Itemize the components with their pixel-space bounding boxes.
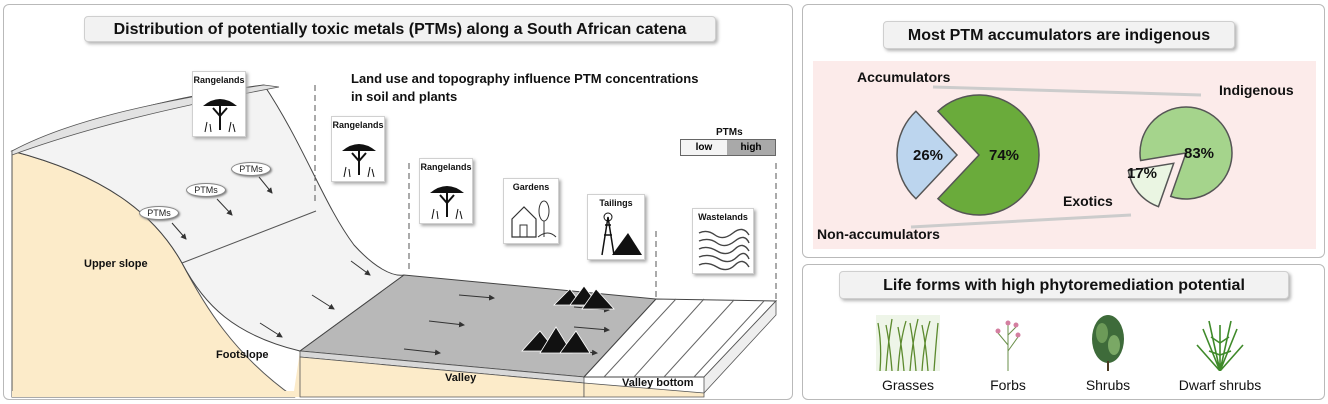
zone-upper-slope: Upper slope: [84, 258, 148, 270]
life-form-grasses: Grasses: [881, 377, 935, 393]
pie2-slice-exotics: [1127, 162, 1175, 208]
ptm-chip: PTMs: [231, 162, 271, 176]
rangelands-card-3: Rangelands: [419, 158, 473, 224]
tailings-dumps: [521, 285, 615, 354]
gardens-card: Gardens: [503, 178, 559, 244]
wastelands-label: Wastelands: [698, 212, 748, 222]
zone-valley: Valley: [445, 372, 477, 384]
pie-charts: [896, 85, 1233, 229]
dwarf-shrub-icon: [1196, 320, 1244, 371]
rangelands-card-1: Rangelands: [192, 71, 246, 137]
catena-landscape: [10, 84, 778, 398]
accumulators-panel: Most PTM accumulators are indigenous 26%…: [802, 4, 1325, 258]
life-forms-title: Life forms with high phytoremediation po…: [839, 271, 1289, 299]
pie2-slice-indigenous: [1139, 106, 1233, 200]
ptm-chip: PTMs: [139, 206, 179, 220]
acacia-tree-icon: [430, 186, 464, 220]
pie2-label-b: 17%: [1127, 165, 1158, 182]
rangelands-label: Rangelands: [193, 75, 245, 85]
catena-title: Distribution of potentially toxic metals…: [84, 16, 716, 42]
house-garden-icon: [511, 200, 557, 238]
label-indigenous: Indigenous: [1219, 82, 1294, 98]
pie2-label-a: 83%: [1184, 145, 1215, 162]
forb-icon: [995, 320, 1021, 371]
pie1-label-b: 74%: [989, 147, 1020, 164]
zone-footslope: Footslope: [216, 349, 269, 361]
catena-subtitle-line1: Land use and topography influence PTM co…: [351, 71, 699, 86]
life-forms-panel: Life forms with high phytoremediation po…: [802, 264, 1325, 400]
life-form-shrubs: Shrubs: [1085, 377, 1131, 393]
accumulators-title: Most PTM accumulators are indigenous: [883, 21, 1235, 49]
catena-panel: Distribution of potentially toxic metals…: [3, 4, 793, 400]
mine-headgear-icon: [601, 212, 642, 256]
acacia-tree-icon: [342, 144, 376, 178]
acacia-tree-icon: [203, 99, 237, 133]
rubble-icon: [698, 228, 750, 271]
rangelands-label: Rangelands: [420, 162, 472, 172]
ptm-legend: low high: [680, 139, 776, 156]
rangelands-label: Rangelands: [332, 120, 384, 130]
wastelands-card: Wastelands: [692, 208, 754, 274]
ptm-legend-high: high: [727, 140, 775, 155]
label-exotics: Exotics: [1063, 193, 1113, 209]
life-form-dwarf-shrubs: Dwarf shrubs: [1178, 377, 1262, 393]
grass-icon: [876, 315, 940, 371]
pie1-slice-accumulators: [936, 94, 1040, 216]
ptm-legend-title: PTMs: [716, 127, 743, 138]
tailings-card: Tailings: [587, 194, 645, 260]
life-form-forbs: Forbs: [990, 377, 1026, 393]
label-accumulators: Accumulators: [857, 69, 951, 85]
tailings-label: Tailings: [599, 198, 633, 208]
rangelands-card-2: Rangelands: [331, 116, 385, 182]
ptm-chip: PTMs: [186, 183, 226, 197]
zone-valley-bottom: Valley bottom: [622, 377, 694, 389]
pie1-slice-non-accumulators: [896, 110, 959, 200]
catena-subtitle-line2: in soil and plants: [351, 89, 458, 104]
shrub-icon: [1092, 315, 1124, 371]
label-non-accumulators: Non-accumulators: [817, 226, 940, 242]
gardens-label: Gardens: [512, 182, 550, 192]
ptm-legend-low: low: [681, 140, 727, 155]
pie1-label-a: 26%: [913, 147, 944, 164]
